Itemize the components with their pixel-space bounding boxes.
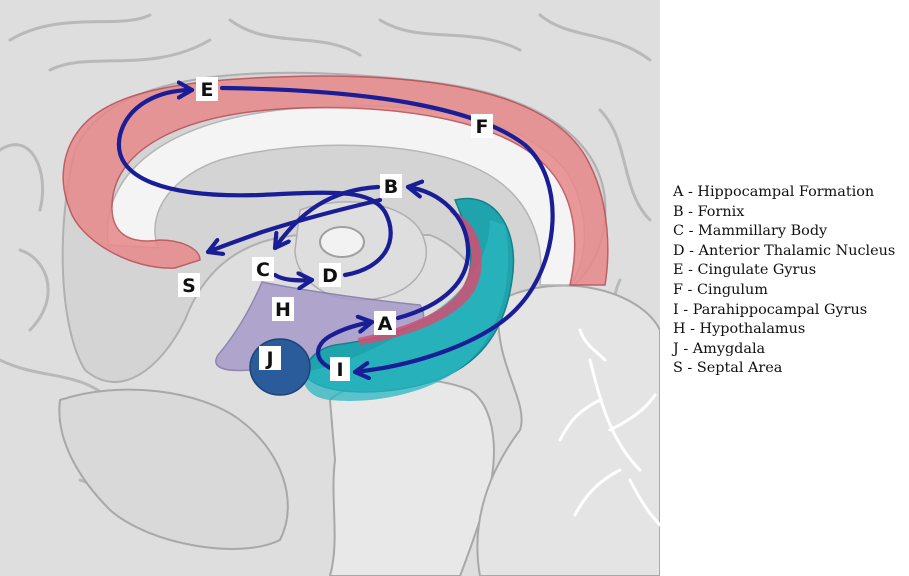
label-C: C bbox=[252, 257, 274, 281]
svg-text:S: S bbox=[182, 275, 196, 297]
legend-item: F - Cingulum bbox=[673, 281, 907, 301]
limbic-system-diagram: E F B S C D H A J I bbox=[0, 0, 660, 576]
legend-item: J - Amygdala bbox=[673, 340, 907, 360]
legend-item: I - Parahippocampal Gyrus bbox=[673, 301, 907, 321]
svg-text:J: J bbox=[264, 348, 273, 370]
label-I: I bbox=[330, 357, 350, 381]
svg-text:I: I bbox=[336, 359, 343, 381]
legend-item: S - Septal Area bbox=[673, 359, 907, 379]
label-E: E bbox=[196, 77, 218, 101]
svg-text:B: B bbox=[384, 176, 398, 198]
legend-item: A - Hippocampal Formation bbox=[673, 183, 907, 203]
svg-text:A: A bbox=[378, 313, 393, 335]
legend-item: D - Anterior Thalamic Nucleus bbox=[673, 242, 907, 262]
svg-text:C: C bbox=[256, 259, 270, 281]
label-A: A bbox=[374, 311, 396, 335]
label-S: S bbox=[178, 273, 200, 297]
interthalamic-adhesion bbox=[320, 227, 364, 257]
legend-item: C - Mammillary Body bbox=[673, 222, 907, 242]
legend-item: E - Cingulate Gyrus bbox=[673, 261, 907, 281]
label-F: F bbox=[471, 114, 493, 138]
svg-text:H: H bbox=[275, 299, 291, 321]
label-H: H bbox=[272, 297, 294, 321]
label-J: J bbox=[259, 346, 281, 370]
label-B: B bbox=[380, 174, 402, 198]
legend-item: H - Hypothalamus bbox=[673, 320, 907, 340]
svg-text:D: D bbox=[322, 265, 338, 287]
legend-item: B - Fornix bbox=[673, 203, 907, 223]
label-D: D bbox=[319, 263, 341, 287]
svg-text:F: F bbox=[476, 116, 489, 138]
svg-text:E: E bbox=[201, 79, 214, 101]
